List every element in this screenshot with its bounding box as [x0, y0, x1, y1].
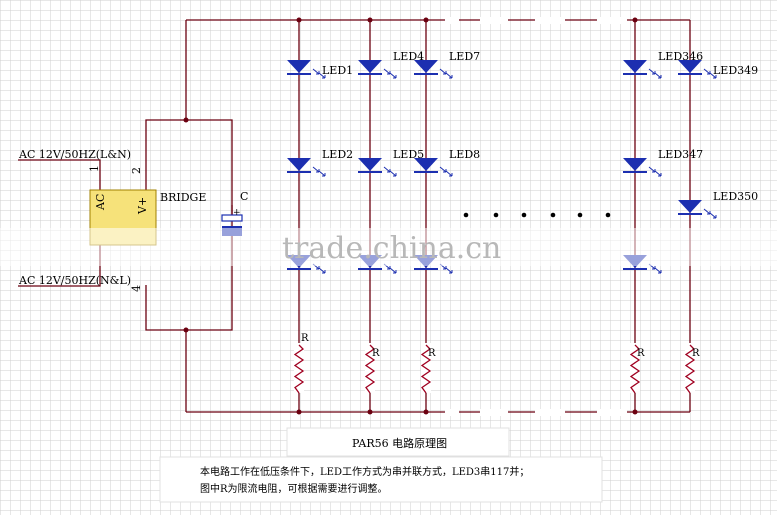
- description-line-1: 本电路工作在低压条件下，LED工作方式为串并联方式，LED3串117并；: [200, 465, 529, 478]
- label-led1: LED1: [322, 64, 353, 77]
- resistor-label: R: [372, 348, 380, 359]
- label-led347: LED347: [658, 148, 703, 161]
- led-diode: [414, 158, 453, 177]
- pin-2-label: 2: [130, 167, 143, 174]
- ac-input-label-bottom: AC 12V/50HZ(N&L): [18, 274, 131, 287]
- bridge-vplus-text: V+: [136, 197, 149, 215]
- rail-gaps: [445, 17, 627, 416]
- label-led349: LED349: [713, 64, 758, 77]
- capacitor-label: C: [240, 190, 248, 203]
- label-led8: LED8: [449, 148, 480, 161]
- resistor-array: R R R R R: [293, 333, 700, 394]
- led-diode: [623, 60, 662, 79]
- label-led4: LED4: [393, 50, 424, 63]
- led-diode: [623, 158, 662, 177]
- capacitor-plus: +: [233, 208, 241, 218]
- led-diode: [358, 158, 397, 177]
- watermark-band: [0, 228, 777, 266]
- led-diode: [287, 60, 326, 79]
- watermark-text: trade.china.cn: [282, 231, 501, 266]
- ellipsis-dots: [463, 212, 611, 218]
- current-limiting-resistor: [629, 343, 641, 394]
- label-led5: LED5: [393, 148, 424, 161]
- label-led350: LED350: [713, 190, 758, 203]
- label-led2: LED2: [322, 148, 353, 161]
- resistor-label: R: [692, 348, 700, 359]
- bridge-label: BRIDGE: [160, 191, 206, 204]
- current-limiting-resistor: [364, 343, 376, 394]
- title-box: [286, 427, 510, 457]
- bridge-ac-text: AC: [94, 194, 107, 211]
- led-diode: [358, 60, 397, 79]
- led-diode: [678, 200, 717, 219]
- led-diode: [287, 158, 326, 177]
- pin-4-label: 4: [130, 285, 143, 292]
- resistor-label: R: [301, 333, 309, 344]
- led-diode: [678, 60, 717, 79]
- junction-dots: [183, 17, 638, 415]
- current-limiting-resistor: [293, 343, 305, 394]
- label-led7: LED7: [449, 50, 480, 63]
- description-box: [159, 456, 603, 503]
- led-diode: [414, 60, 453, 79]
- diagram-title: PAR56 电路原理图: [352, 437, 447, 450]
- label-led346: LED346: [658, 50, 703, 63]
- description-line-2: 图中R为限流电阻，可根据需要进行调整。: [200, 482, 388, 495]
- current-limiting-resistor: [420, 343, 432, 394]
- current-limiting-resistor: [684, 343, 696, 394]
- resistor-label: R: [428, 348, 436, 359]
- pin-1-label: 1: [88, 165, 101, 172]
- resistor-label: R: [637, 348, 645, 359]
- ac-input-label-top: AC 12V/50HZ(L&N): [18, 148, 131, 161]
